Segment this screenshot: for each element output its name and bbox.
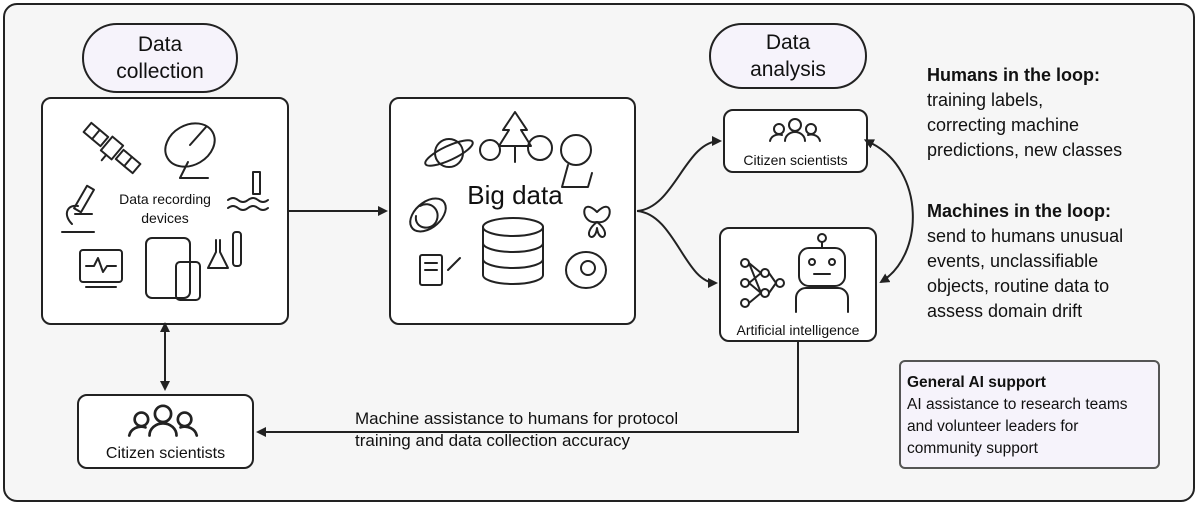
monitor-icon (79, 249, 123, 288)
water-sensor-icon (227, 171, 269, 211)
connector-arrows (160, 136, 914, 437)
robot-icon (795, 233, 849, 313)
stage-data-collection: Data collection (82, 23, 238, 93)
humans-in-loop-body: training labels, correcting machine pred… (927, 90, 1123, 160)
citizen-scientists-top-label: Citizen scientists (743, 152, 848, 168)
lab-flask-icon (207, 231, 242, 269)
machines-in-loop-title: Machines in the loop: (927, 201, 1112, 221)
scroll-icon (419, 254, 461, 286)
devices-label: Data recording devices (119, 191, 211, 226)
arrow-citizens-ai-loop (863, 139, 914, 284)
arrow-bigdata-to-ai (636, 210, 718, 288)
people-group-icon (127, 404, 199, 437)
satellite-icon (82, 121, 142, 175)
phone-tablet-icon (145, 237, 201, 301)
satellite-dish-icon (164, 122, 216, 179)
cell-icon (565, 251, 607, 289)
neural-network-icon (740, 258, 785, 308)
arrow-bigdata-to-citizens (636, 136, 722, 212)
artificial-intelligence-label: Artificial intelligence (736, 322, 860, 338)
butterfly-icon (583, 205, 611, 238)
general-ai-support-box: General AI support AI assistance to rese… (899, 360, 1160, 469)
database-icon (482, 217, 544, 285)
forest-icon (479, 111, 553, 163)
machines-in-loop-text: Machines in the loop: send to humans unu… (927, 199, 1192, 324)
humans-in-loop-title: Humans in the loop: (927, 65, 1100, 85)
microscope-icon (61, 184, 95, 233)
lion-icon (560, 134, 593, 188)
citizen-scientists-bottom-label: Citizen scientists (105, 445, 226, 462)
big-data-label: Big data (467, 180, 563, 210)
arrow-ai-to-citizens (256, 342, 799, 437)
galaxy-icon (409, 197, 447, 233)
people-group-icon (769, 118, 821, 142)
feedback-label: Machine assistance to humans for protoco… (355, 409, 679, 450)
general-ai-support-body: AI assistance to research teams and volu… (907, 396, 1128, 457)
planet-icon (424, 138, 474, 168)
general-ai-support-title: General AI support (907, 374, 1046, 391)
machines-in-loop-body: send to humans unusual events, unclassif… (927, 226, 1124, 321)
stage-data-analysis: Data analysis (709, 23, 867, 89)
humans-in-loop-text: Humans in the loop: training labels, cor… (927, 63, 1187, 163)
artificial-intelligence-box (719, 227, 877, 342)
